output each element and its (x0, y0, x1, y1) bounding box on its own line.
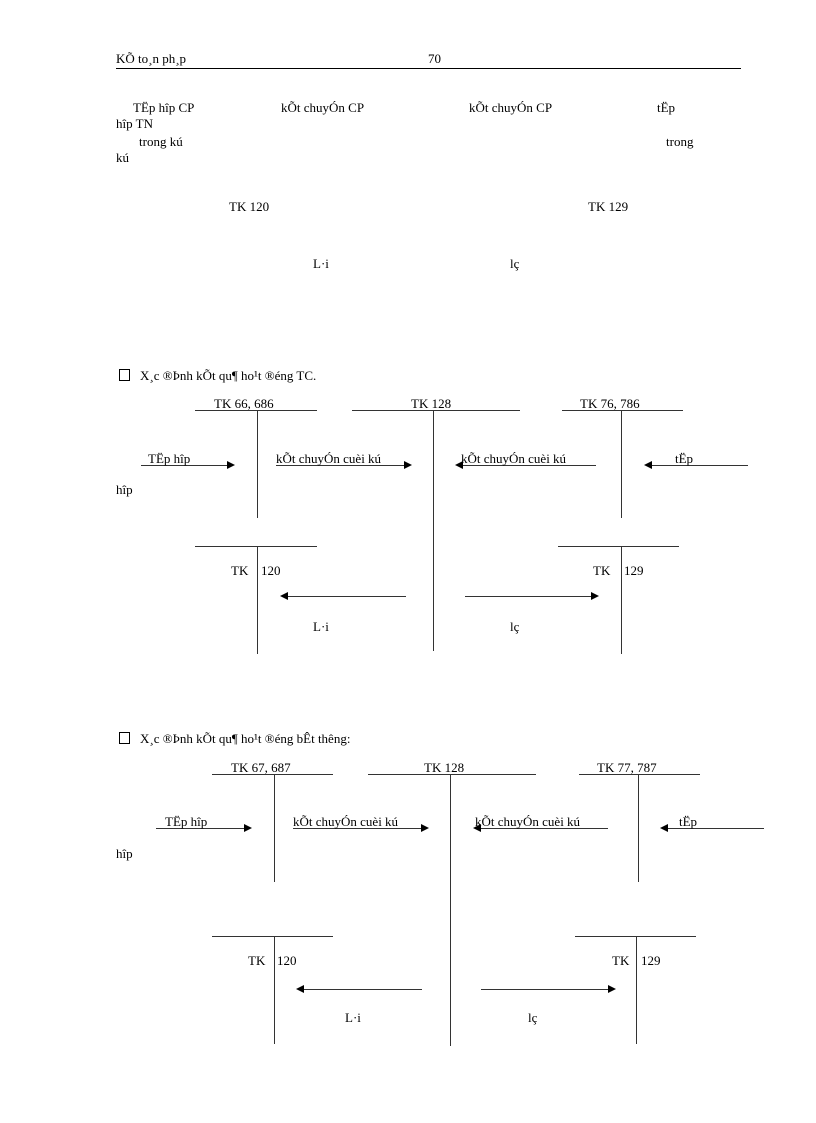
page-number: 70 (428, 51, 441, 66)
t-account-stem (450, 774, 451, 1046)
t-account-top-line (558, 546, 679, 547)
checkbox-bullet-icon (119, 732, 130, 744)
label-trong-ky-left: trong kú (139, 134, 183, 149)
account-tk-77-787: TK 77, 787 (597, 760, 657, 775)
arrow-label-ket-chuyen-2: kÕt chuyÓn cuèi kú (461, 451, 567, 466)
checkbox-bullet-icon (119, 369, 130, 381)
tk-129-a: TK (593, 563, 611, 578)
label-trong-right: trong (666, 134, 694, 149)
t-account-stem (274, 936, 275, 1044)
t-account-top-line (575, 936, 696, 937)
arrow-left-icon (296, 985, 422, 993)
t-account-stem (257, 410, 258, 518)
arrow-label-tap-hop: TËp hîp (148, 451, 191, 466)
arrow-left-icon (280, 592, 406, 600)
t-account-top-line (212, 774, 333, 775)
loss-label: lç (510, 619, 520, 634)
header-title: KÕ to¸n ph¸p (116, 51, 187, 66)
loss-label: lç (510, 256, 520, 271)
arrow-right-icon (276, 461, 412, 469)
label-hop-wrap: hîp (116, 846, 133, 861)
t-account-stem (433, 410, 434, 651)
t-account-stem (638, 774, 639, 882)
label-tap-hop-cp: TËp hîp CP (133, 100, 195, 115)
t-account-stem (621, 546, 622, 654)
arrow-label-ket-chuyen-2: kÕt chuyÓn cuèi kú (475, 814, 581, 829)
t-account-top-line (368, 774, 536, 775)
label-ket-chuyen-cp-1: kÕt chuyÓn CP (281, 100, 365, 115)
label-ky: kú (116, 150, 129, 165)
arrow-label-tap: tËp (675, 451, 694, 466)
arrow-left-icon (660, 824, 764, 832)
arrow-left-icon (455, 461, 596, 469)
label-hop-tn: hîp TN (116, 116, 153, 131)
arrow-label-tap-hop: TËp hîp (165, 814, 208, 829)
account-tk-128: TK 128 (411, 396, 452, 411)
t-account-top-line (195, 546, 317, 547)
account-tk-67-687: TK 67, 687 (231, 760, 291, 775)
section-2-heading-text: X¸c ®Þnh kÕt qu¶ ho¹t ®éng TC. (140, 368, 317, 383)
tk-129-a: TK (612, 953, 630, 968)
profit-label: L·i (313, 256, 329, 271)
t-account-top-line (579, 774, 700, 775)
arrow-right-icon (293, 824, 429, 832)
tk-120-a: TK (248, 953, 266, 968)
label-hop-wrap: hîp (116, 482, 133, 497)
t-account-stem (621, 410, 622, 518)
label-ket-chuyen-cp-2: kÕt chuyÓn CP (469, 100, 553, 115)
label-tap: tËp (657, 100, 676, 115)
t-account-top-line (562, 410, 683, 411)
tk-120-a: TK (231, 563, 249, 578)
t-account-top-line (212, 936, 333, 937)
arrow-left-icon (473, 824, 608, 832)
arrow-right-icon (481, 985, 616, 993)
tk-120-b: 120 (261, 563, 281, 578)
header-rule (116, 68, 741, 69)
tk-129-b: 129 (641, 953, 661, 968)
t-account-stem (636, 936, 637, 1044)
loss-label: lç (528, 1010, 538, 1025)
arrow-left-icon (644, 461, 748, 469)
arrow-right-icon (465, 592, 599, 600)
tk-129-b: 129 (624, 563, 644, 578)
profit-label: L·i (313, 619, 329, 634)
arrow-label-tap: tËp (679, 814, 698, 829)
arrow-right-icon (141, 461, 235, 469)
tk-120-label: TK 120 (229, 199, 270, 214)
section-3-heading: X¸c ®Þnh kÕt qu¶ ho¹t ®éng bÊt th­êng: (119, 731, 350, 746)
account-tk-128: TK 128 (424, 760, 465, 775)
arrow-label-ket-chuyen-1: kÕt chuyÓn cuèi kú (293, 814, 399, 829)
section-3-heading-text: X¸c ®Þnh kÕt qu¶ ho¹t ®éng bÊt th­êng: (140, 731, 351, 746)
t-account-stem (274, 774, 275, 882)
t-account-stem (257, 546, 258, 654)
account-tk-66-686: TK 66, 686 (214, 396, 274, 411)
profit-label: L·i (345, 1010, 361, 1025)
arrow-right-icon (156, 824, 252, 832)
tk-129-label: TK 129 (588, 199, 629, 214)
account-tk-76-786: TK 76, 786 (580, 396, 640, 411)
arrow-label-ket-chuyen-1: kÕt chuyÓn cuèi kú (276, 451, 382, 466)
t-account-top-line (195, 410, 317, 411)
section-2-heading: X¸c ®Þnh kÕt qu¶ ho¹t ®éng TC. (119, 368, 316, 383)
t-account-top-line (352, 410, 520, 411)
tk-120-b: 120 (277, 953, 297, 968)
